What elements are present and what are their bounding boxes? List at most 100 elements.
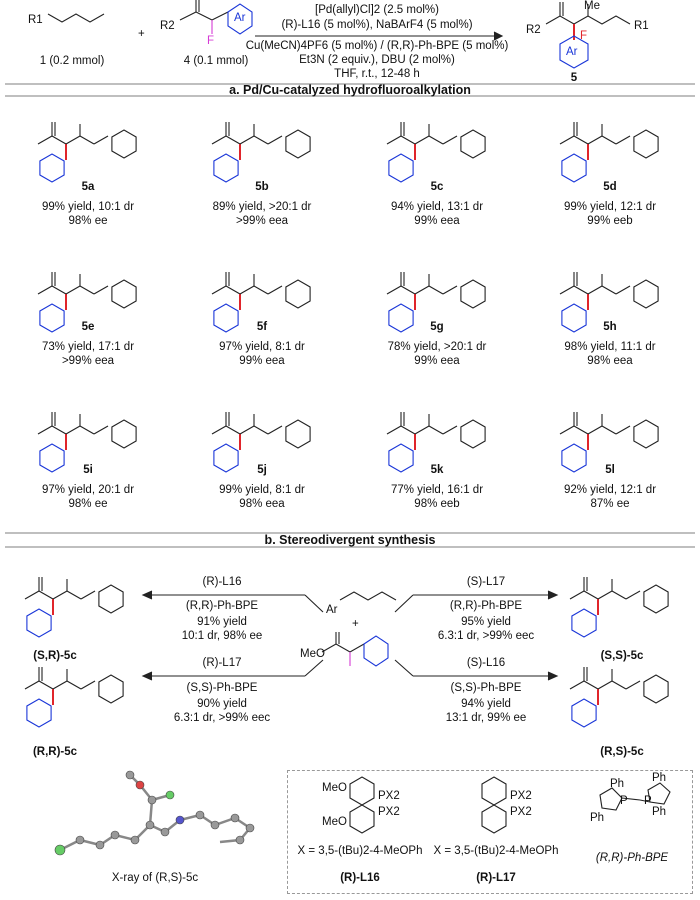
product-ee-5c: 99% eea	[414, 215, 460, 227]
tr-yield: 95% yield	[461, 616, 511, 628]
tl-cat2: (R,R)-Ph-BPE	[185, 600, 259, 612]
product-yield-5e: 73% yield, 17:1 dr	[41, 341, 135, 353]
section-a-heading: a. Pd/Cu-catalyzed hydrofluoroalkylation	[229, 83, 471, 97]
center-ar-label: Ar	[326, 604, 338, 616]
tr-cat2: (R,R)-Ph-BPE	[449, 600, 523, 612]
product-label-5e: 5e	[81, 321, 95, 333]
br-yield: 94% yield	[461, 698, 511, 710]
bl-stereo-label: (R,R)-5c	[32, 746, 78, 758]
product-yield-5a: 99% yield, 10:1 dr	[41, 201, 135, 213]
product-label-5g: 5g	[430, 321, 444, 333]
product-label-5j: 5j	[257, 464, 267, 476]
product-label-5f: 5f	[256, 321, 268, 333]
l17-px2-2: PX2	[510, 806, 532, 818]
l16-px2-1: PX2	[378, 790, 400, 802]
reagent-line-3: Cu(MeCN)4PF6 (5 mol%) / (R,R)-Ph-BPE (5 …	[245, 40, 509, 52]
product-label-5b: 5b	[255, 181, 269, 193]
l17-x-def: X = 3,5-(tBu)2-4-MeOPh	[433, 845, 559, 857]
product-ee-5e: >99% eea	[61, 355, 115, 367]
tr-stereo-label: (S,S)-5c	[600, 650, 644, 662]
product-ee-5l: 87% ee	[590, 498, 630, 510]
bpe-p-1: P	[620, 795, 628, 807]
product-yield-5g: 78% yield, >20:1 dr	[387, 341, 487, 353]
tr-selectivity: 6.3:1 dr, >99% eec	[437, 630, 535, 642]
r1-label: R1	[28, 14, 43, 26]
bl-selectivity: 6.3:1 dr, >99% eec	[173, 712, 271, 724]
product-yield-5b: 89% yield, >20:1 dr	[212, 201, 312, 213]
bpe-ph-2: Ph	[652, 772, 667, 784]
reagent-line-1: [Pd(allyl)Cl]2 (2.5 mol%)	[315, 4, 439, 16]
product-ee-5k: 98% eeb	[414, 498, 460, 510]
tr-cat1: (S)-L17	[466, 576, 506, 588]
bl-cat2: (S,S)-Ph-BPE	[186, 682, 258, 694]
tl-yield: 91% yield	[197, 616, 247, 628]
product-yield-5i: 97% yield, 20:1 dr	[41, 484, 135, 496]
ar-label: Ar	[234, 12, 246, 24]
reactant-4-label: 4 (0.1 mmol)	[183, 55, 249, 67]
center-plus: +	[352, 618, 359, 630]
product-ee-5g: 99% eea	[414, 355, 460, 367]
l17-px2-1: PX2	[510, 790, 532, 802]
product-label-5c: 5c	[430, 181, 444, 193]
product-ee-5f: 99% eea	[239, 355, 285, 367]
bpe-ph-1: Ph	[610, 778, 625, 790]
product-yield-5c: 94% yield, 13:1 dr	[390, 201, 484, 213]
product-yield-5f: 97% yield, 8:1 dr	[219, 341, 305, 353]
bpe-ph-4: Ph	[652, 806, 667, 818]
br-selectivity: 13:1 dr, 99% ee	[445, 712, 527, 724]
reagent-line-5: THF, r.t., 12-48 h	[334, 68, 420, 80]
product-me-label: Me	[584, 0, 600, 12]
l17-name: (R)-L17	[476, 872, 516, 884]
tl-cat1: (R)-L16	[202, 576, 242, 588]
bl-yield: 90% yield	[197, 698, 247, 710]
product-label-5h: 5h	[603, 321, 617, 333]
l16-meo-2: MeO	[322, 816, 347, 828]
plus-sign: +	[138, 28, 145, 40]
bpe-p-2: P	[644, 795, 652, 807]
product-label-5k: 5k	[430, 464, 444, 476]
product-label-5a: 5a	[81, 181, 95, 193]
reagent-line-2: (R)-L16 (5 mol%), NaBArF4 (5 mol%)	[281, 19, 473, 31]
product-ee-5b: >99% eea	[235, 215, 289, 227]
product-f-label: F	[580, 30, 588, 42]
product-ee-5h: 98% eea	[587, 355, 633, 367]
br-stereo-label: (R,S)-5c	[600, 746, 644, 758]
product-number: 5	[570, 72, 578, 84]
xray-caption: X-ray of (R,S)-5c	[111, 872, 199, 884]
reagent-line-4: Et3N (2 equiv.), DBU (2 mol%)	[299, 54, 455, 66]
br-cat1: (S)-L16	[466, 657, 506, 669]
product-ar-label: Ar	[566, 46, 578, 58]
product-ee-5a: 98% ee	[68, 215, 108, 227]
product-ee-5i: 98% ee	[68, 498, 108, 510]
product-label-5l: 5l	[605, 464, 615, 476]
tl-selectivity: 10:1 dr, 98% ee	[181, 630, 263, 642]
l16-name: (R)-L16	[340, 872, 380, 884]
product-r1-label: R1	[634, 20, 649, 32]
product-yield-5d: 99% yield, 12:1 dr	[563, 201, 657, 213]
bpe-ph-3: Ph	[590, 812, 605, 824]
product-label-5d: 5d	[603, 181, 617, 193]
product-yield-5j: 99% yield, 8:1 dr	[219, 484, 305, 496]
l16-px2-2: PX2	[378, 806, 400, 818]
product-r2-label: R2	[526, 24, 541, 36]
section-b-heading: b. Stereodivergent synthesis	[264, 533, 436, 547]
xray-structure	[54, 770, 255, 856]
reactant-1-label: 1 (0.2 mmol)	[39, 55, 105, 67]
product-ee-5d: 99% eeb	[587, 215, 633, 227]
ligand-box	[287, 770, 693, 894]
l16-meo-1: MeO	[322, 782, 347, 794]
product-ee-5j: 98% eea	[239, 498, 285, 510]
product-yield-5k: 77% yield, 16:1 dr	[390, 484, 484, 496]
product-yield-5h: 98% yield, 11:1 dr	[564, 341, 656, 353]
br-cat2: (S,S)-Ph-BPE	[450, 682, 522, 694]
r2-label: R2	[160, 20, 175, 32]
l16-x-def: X = 3,5-(tBu)2-4-MeOPh	[297, 845, 423, 857]
f-label: F	[207, 35, 215, 47]
product-label-5i: 5i	[83, 464, 93, 476]
bpe-name: (R,R)-Ph-BPE	[595, 852, 669, 864]
bl-cat1: (R)-L17	[202, 657, 242, 669]
tl-stereo-label: (S,R)-5c	[33, 650, 77, 662]
product-yield-5l: 92% yield, 12:1 dr	[563, 484, 657, 496]
